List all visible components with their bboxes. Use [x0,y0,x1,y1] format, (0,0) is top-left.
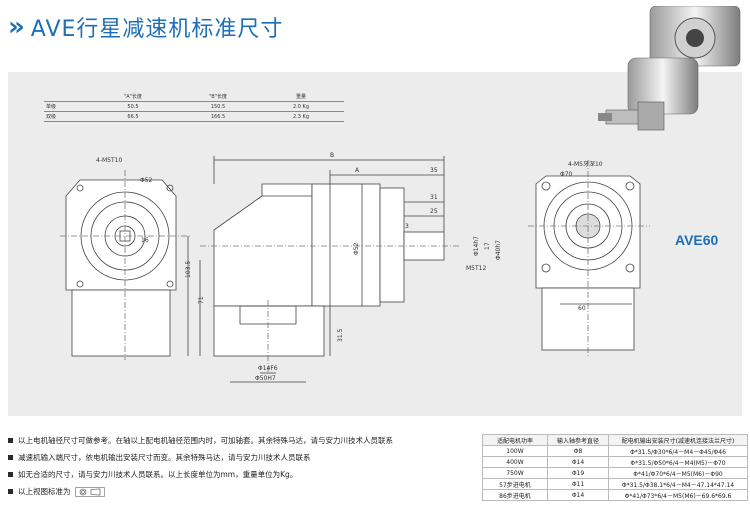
table-cell: 重量 [258,92,344,102]
side-view-middle [200,156,460,383]
label-dia-14f6: Φ14F6 [258,365,278,372]
list-item: 如无合适的尺寸，请与安力川技术人员联系。以上长度单位为mm，重量单位为Kg。 [8,466,393,483]
label-35: 35 [430,167,438,174]
table-cell: 双级 [44,111,88,122]
label-A: A [355,167,360,174]
label-25: 25 [430,208,438,215]
bullet-icon [8,489,13,494]
label-dia-40h7: Φ40h7 [495,240,502,260]
table-cell: Φ11 [547,478,609,490]
label-dia-14h7: Φ14h7 [473,236,480,256]
ab-dimension-table: "A"长度 "B"长度 重量 单级 50.5 150.5 2.0 Kg 双级 6… [44,92,344,122]
gearbox-product-photo [598,6,741,131]
table-cell: 86步进电机 [482,489,548,501]
note-text: 以上电机轴径尺寸可做参考。在轴以上配电机轴径范围内时，可加轴套。其余特殊马达，请… [18,436,393,445]
label-60: 60 [578,305,586,312]
table-cell: 750W [482,467,548,479]
label-71: 71 [198,296,205,304]
label-dia-52b: Φ52 [353,242,360,255]
table-cell: "A"长度 [88,92,178,102]
label-hole-right: 4-M5牙深10 [568,160,603,168]
table-cell: 150.5 [178,101,258,112]
table-cell: 57步进电机 [482,478,548,490]
table-cell: Φ*31.5/Φ30*6/4－M4－Φ45/Φ46 [608,445,748,457]
label-dia-50h7: Φ50H7 [255,375,276,382]
front-view-left [60,170,201,360]
label-31: 31 [430,194,438,201]
note-text: 以上视图标准为 [18,487,71,496]
table-cell: 2.0 Kg [258,101,344,112]
notes-list: 以上电机轴径尺寸可做参考。在轴以上配电机轴径范围内时，可加轴套。其余特殊马达，请… [8,432,393,500]
end-view-right [528,160,650,356]
label-B: B [330,152,334,159]
note-text: 减速机输入端尺寸，依电机输出安装尺寸而变。其余特殊马达，请与安力川技术人员联系 [18,453,311,462]
header: » AVE行星减速机标准尺寸 [8,8,283,46]
note-text: 如无合适的尺寸，请与安力川技术人员联系。以上长度单位为mm，重量单位为Kg。 [18,470,298,479]
list-item: 减速机输入端尺寸，依电机输出安装尺寸而变。其余特殊马达，请与安力川技术人员联系 [8,449,393,466]
label-hole-left: 4-M5T10 [96,157,122,164]
list-item: 以上电机轴径尺寸可做参考。在轴以上配电机轴径范围内时，可加轴套。其余特殊马达，请… [8,432,393,449]
page-title: AVE行星减速机标准尺寸 [30,17,284,42]
table-cell: Φ14 [547,456,609,468]
table-cell: Φ19 [547,467,609,479]
label-3: 3 [405,223,409,230]
table-cell [44,92,88,102]
table-header-row: 适配电机功率 输入轴参考直径 配电机输出安装尺寸(减速机连接法兰尺寸) [482,434,748,446]
label-dia-52: Φ52 [140,177,153,184]
motor-spec-table: 适配电机功率 输入轴参考直径 配电机输出安装尺寸(减速机连接法兰尺寸) 100W… [482,434,748,501]
label-dia-70: Φ70 [560,171,573,178]
table-cell: Φ*41/Φ70*6/4－M5(M6)－Φ90 [608,467,748,479]
table-cell: 400W [482,456,548,468]
table-cell: 2.3 Kg [258,111,344,122]
table-cell: 单级 [44,101,88,112]
table-header: 输入轴参考直径 [547,434,609,446]
label-m5t12: M5T12 [466,265,486,272]
table-header: 配电机输出安装尺寸(减速机连接法兰尺寸) [608,434,748,446]
table-header-row: "A"长度 "B"长度 重量 [44,92,344,102]
label-16: 16 [141,237,149,244]
table-cell: Φ*41/Φ73*6/4－M5(M6)－69.6*69.6 [608,489,748,501]
label-31-5: 31.5 [337,328,344,342]
table-cell: 166.5 [178,111,258,122]
bullet-icon [8,438,13,443]
table-row: 单级 50.5 150.5 2.0 Kg [44,101,344,112]
model-label: AVE60 [675,232,719,248]
table-cell: Φ*31.5/Φ50*6/4－M4(M5)－Φ70 [608,456,748,468]
bullet-icon [8,472,13,477]
table-cell: Φ8 [547,445,609,457]
projection-view-icon [74,486,105,497]
table-row: 双级 66.5 166.5 2.3 Kg [44,111,344,122]
table-cell: "B"长度 [178,92,258,102]
label-103-5: 103.5 [185,261,192,278]
label-17: 17 [484,242,491,250]
table-cell: 100W [482,445,548,457]
table-cell: 50.5 [88,101,178,112]
bullet-icon [8,455,13,460]
table-cell: Φ14 [547,489,609,501]
table-header: 适配电机功率 [482,434,548,446]
list-item: 以上视图标准为 [8,483,393,500]
table-cell: Φ*31.5/Φ38.1*6/4－M4－47.14*47.14 [608,478,748,490]
table-cell: 66.5 [88,111,178,122]
